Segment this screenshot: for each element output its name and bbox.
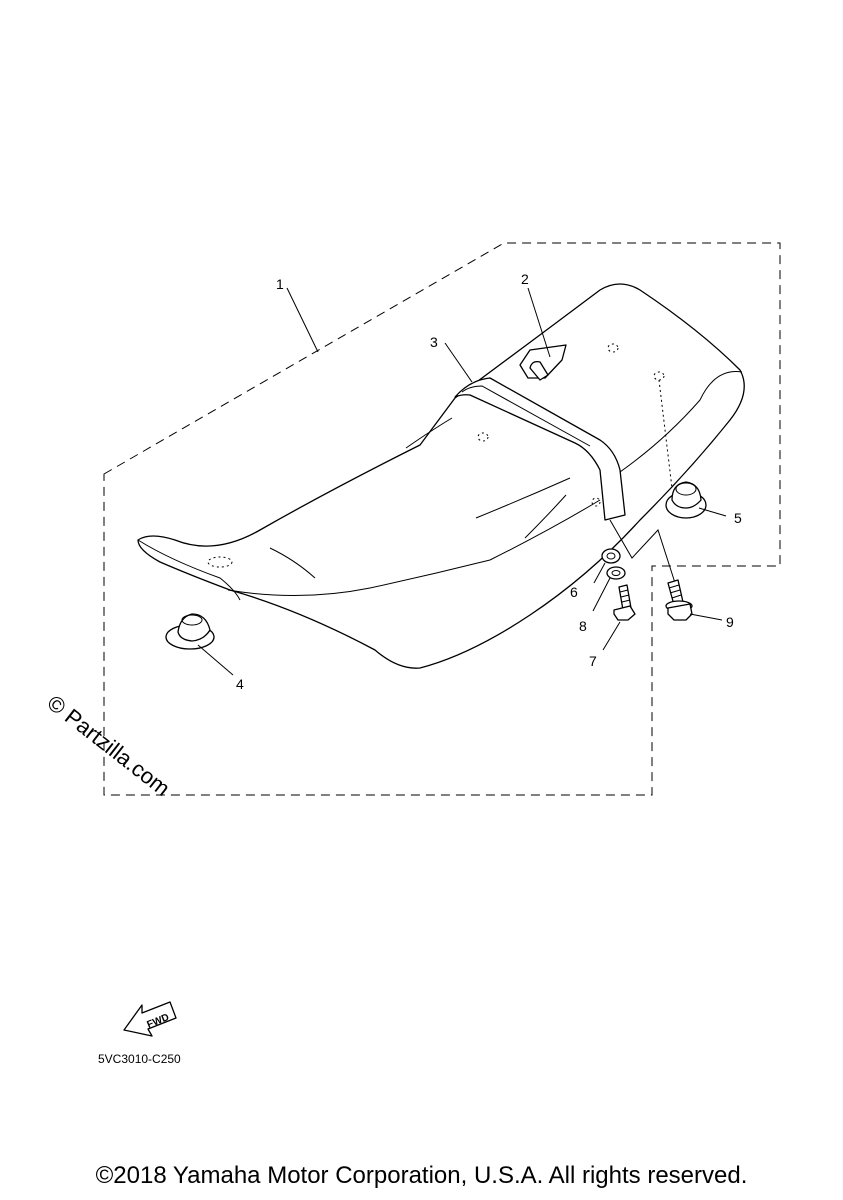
callout-3: 3 — [430, 334, 438, 350]
collar-6[interactable] — [601, 548, 621, 564]
seat-damper-5[interactable] — [665, 481, 707, 519]
callout-4: 4 — [236, 676, 244, 692]
copyright-notice: ©2018 Yamaha Motor Corporation, U.S.A. A… — [95, 1162, 748, 1189]
bolt-7[interactable] — [613, 584, 636, 621]
callout-1: 1 — [276, 276, 284, 292]
seat-hook[interactable] — [519, 344, 567, 381]
seat-damper-4[interactable] — [165, 613, 215, 650]
fwd-arrow-icon: FWD — [123, 1001, 177, 1037]
seat-strap[interactable] — [454, 377, 626, 521]
washer-8[interactable] — [606, 566, 626, 580]
callout-6: 6 — [570, 584, 578, 600]
alignment-line-6 — [609, 519, 677, 587]
callout-9: 9 — [726, 614, 734, 630]
callout-2: 2 — [521, 271, 529, 287]
bolt-9[interactable] — [665, 579, 693, 621]
alignment-line-5 — [658, 379, 673, 489]
callout-7: 7 — [589, 653, 597, 669]
diagram-code: 5VC3010-C250 — [98, 1052, 181, 1066]
seat-assembly[interactable] — [137, 283, 745, 669]
callout-5: 5 — [734, 510, 742, 526]
callout-8: 8 — [579, 618, 587, 634]
leader-lines — [197, 287, 727, 676]
